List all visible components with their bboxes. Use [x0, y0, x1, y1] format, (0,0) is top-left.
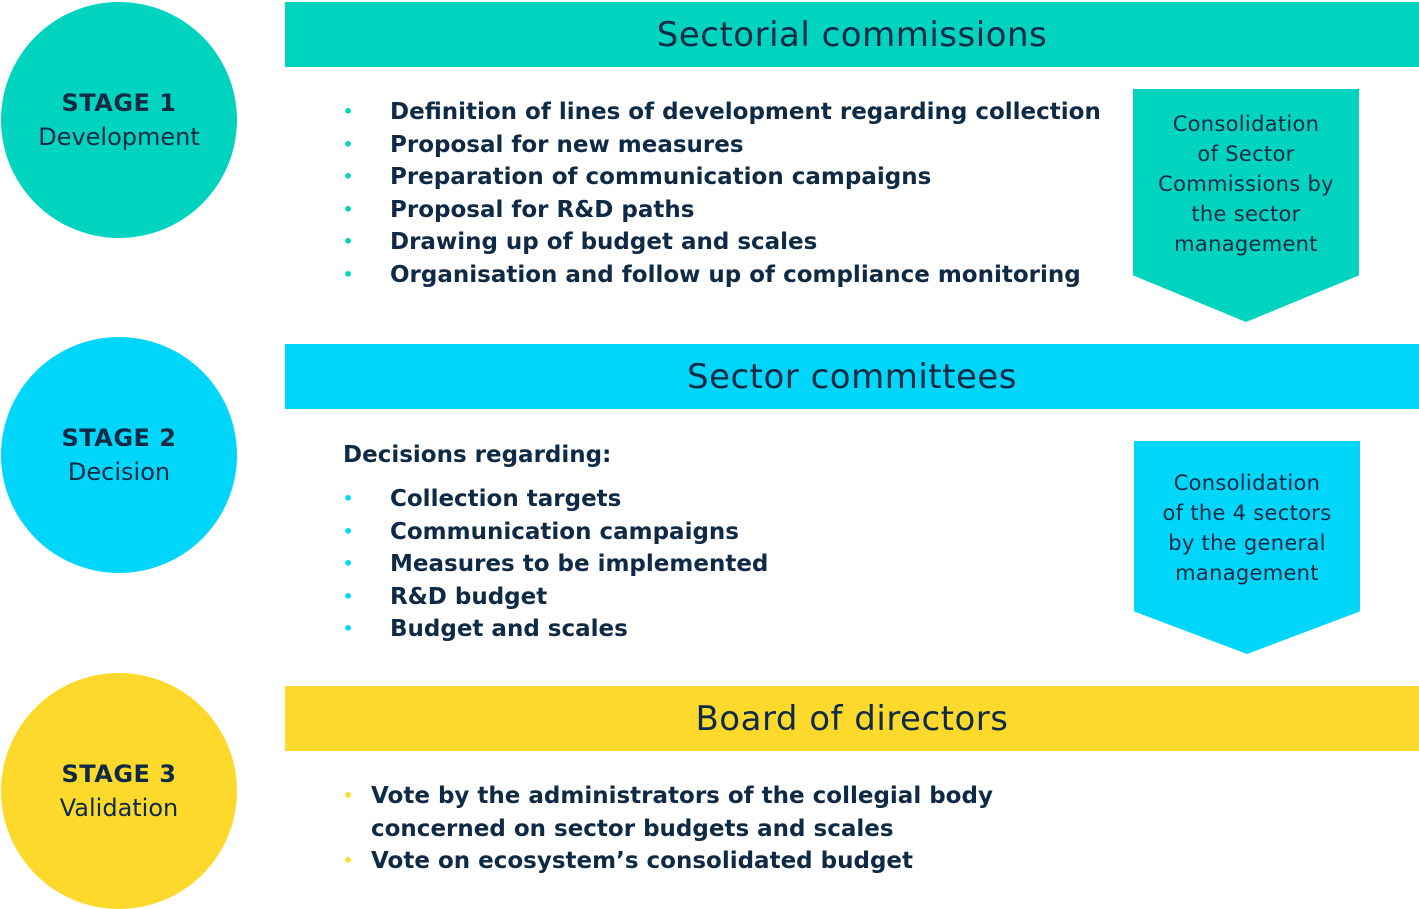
stage-1-name: Development — [38, 123, 200, 151]
stage-2-circle: STAGE 2 Decision — [1, 337, 237, 573]
list-item: •Budget and scales — [343, 613, 768, 646]
stage-2-intro: Decisions regarding: — [343, 442, 612, 468]
stage-3-bullet-list: •Vote by the administrators of the colle… — [343, 780, 1023, 878]
bullet-icon: • — [343, 489, 354, 508]
list-item: •Vote on ecosystem’s consolidated budget — [343, 845, 1023, 878]
stage-1-circle: STAGE 1 Development — [1, 2, 237, 238]
list-item: •Measures to be implemented — [343, 548, 768, 581]
stage-2-consolidation-arrow: Consolidation of the 4 sectors by the ge… — [1134, 441, 1360, 654]
stage-1-banner-title: Sectorial commissions — [656, 14, 1048, 55]
stage-3-banner-title: Board of directors — [695, 698, 1009, 739]
bullet-icon: • — [343, 167, 354, 186]
bullet-icon: • — [343, 199, 354, 219]
stage-1-banner: Sectorial commissions — [285, 2, 1419, 67]
arrow-line: management — [1175, 561, 1319, 585]
stage-3-circle: STAGE 3 Validation — [1, 673, 237, 909]
bullet-icon: • — [343, 264, 354, 284]
arrow-line: Consolidation — [1173, 471, 1321, 495]
list-item: •R&D budget — [343, 581, 768, 614]
stage-2-bullet-list: •Collection targets •Communication campa… — [343, 483, 768, 646]
stage-2-name: Decision — [67, 458, 171, 486]
arrow-line: of the 4 sectors — [1162, 501, 1332, 525]
arrow-line: Consolidation — [1172, 112, 1320, 136]
list-item: •Definition of lines of development rega… — [343, 96, 1101, 129]
bullet-icon: • — [343, 786, 354, 805]
stage-3-name: Validation — [59, 794, 179, 822]
arrow-line: Commissions by — [1158, 172, 1334, 196]
list-item: •Preparation of communication campaigns — [343, 161, 1101, 194]
list-item: •Organisation and follow up of complianc… — [343, 259, 1101, 292]
stage-2-banner-title: Sector committees — [686, 356, 1017, 397]
list-item: •Proposal for new measures — [343, 129, 1101, 162]
stage-1-bullet-list: •Definition of lines of development rega… — [343, 96, 1101, 291]
bullet-icon: • — [343, 232, 354, 251]
list-item: •Drawing up of budget and scales — [343, 226, 1101, 259]
list-item: •Vote by the administrators of the colle… — [343, 780, 1023, 845]
bullet-icon: • — [343, 586, 354, 606]
arrow-line: management — [1174, 232, 1318, 256]
stage-2-banner: Sector committees — [285, 344, 1419, 409]
stage-2-label: STAGE 2 — [61, 424, 177, 452]
arrow-line: of Sector — [1197, 142, 1295, 166]
bullet-icon: • — [343, 521, 354, 541]
bullet-icon: • — [343, 134, 354, 154]
arrow-line: the sector — [1191, 202, 1301, 226]
stage-3-banner: Board of directors — [285, 686, 1419, 751]
list-item: •Proposal for R&D paths — [343, 194, 1101, 227]
bullet-icon: • — [343, 619, 354, 638]
stage-3-label: STAGE 3 — [61, 760, 177, 788]
stage-1-label: STAGE 1 — [61, 89, 177, 117]
arrow-line: by the general — [1168, 531, 1326, 555]
bullet-icon: • — [343, 102, 354, 121]
stage-1-consolidation-arrow: Consolidation of Sector Commissions by t… — [1133, 89, 1359, 322]
bullet-icon: • — [343, 554, 354, 573]
list-item: •Collection targets — [343, 483, 768, 516]
list-item: •Communication campaigns — [343, 516, 768, 549]
bullet-icon: • — [343, 851, 354, 870]
